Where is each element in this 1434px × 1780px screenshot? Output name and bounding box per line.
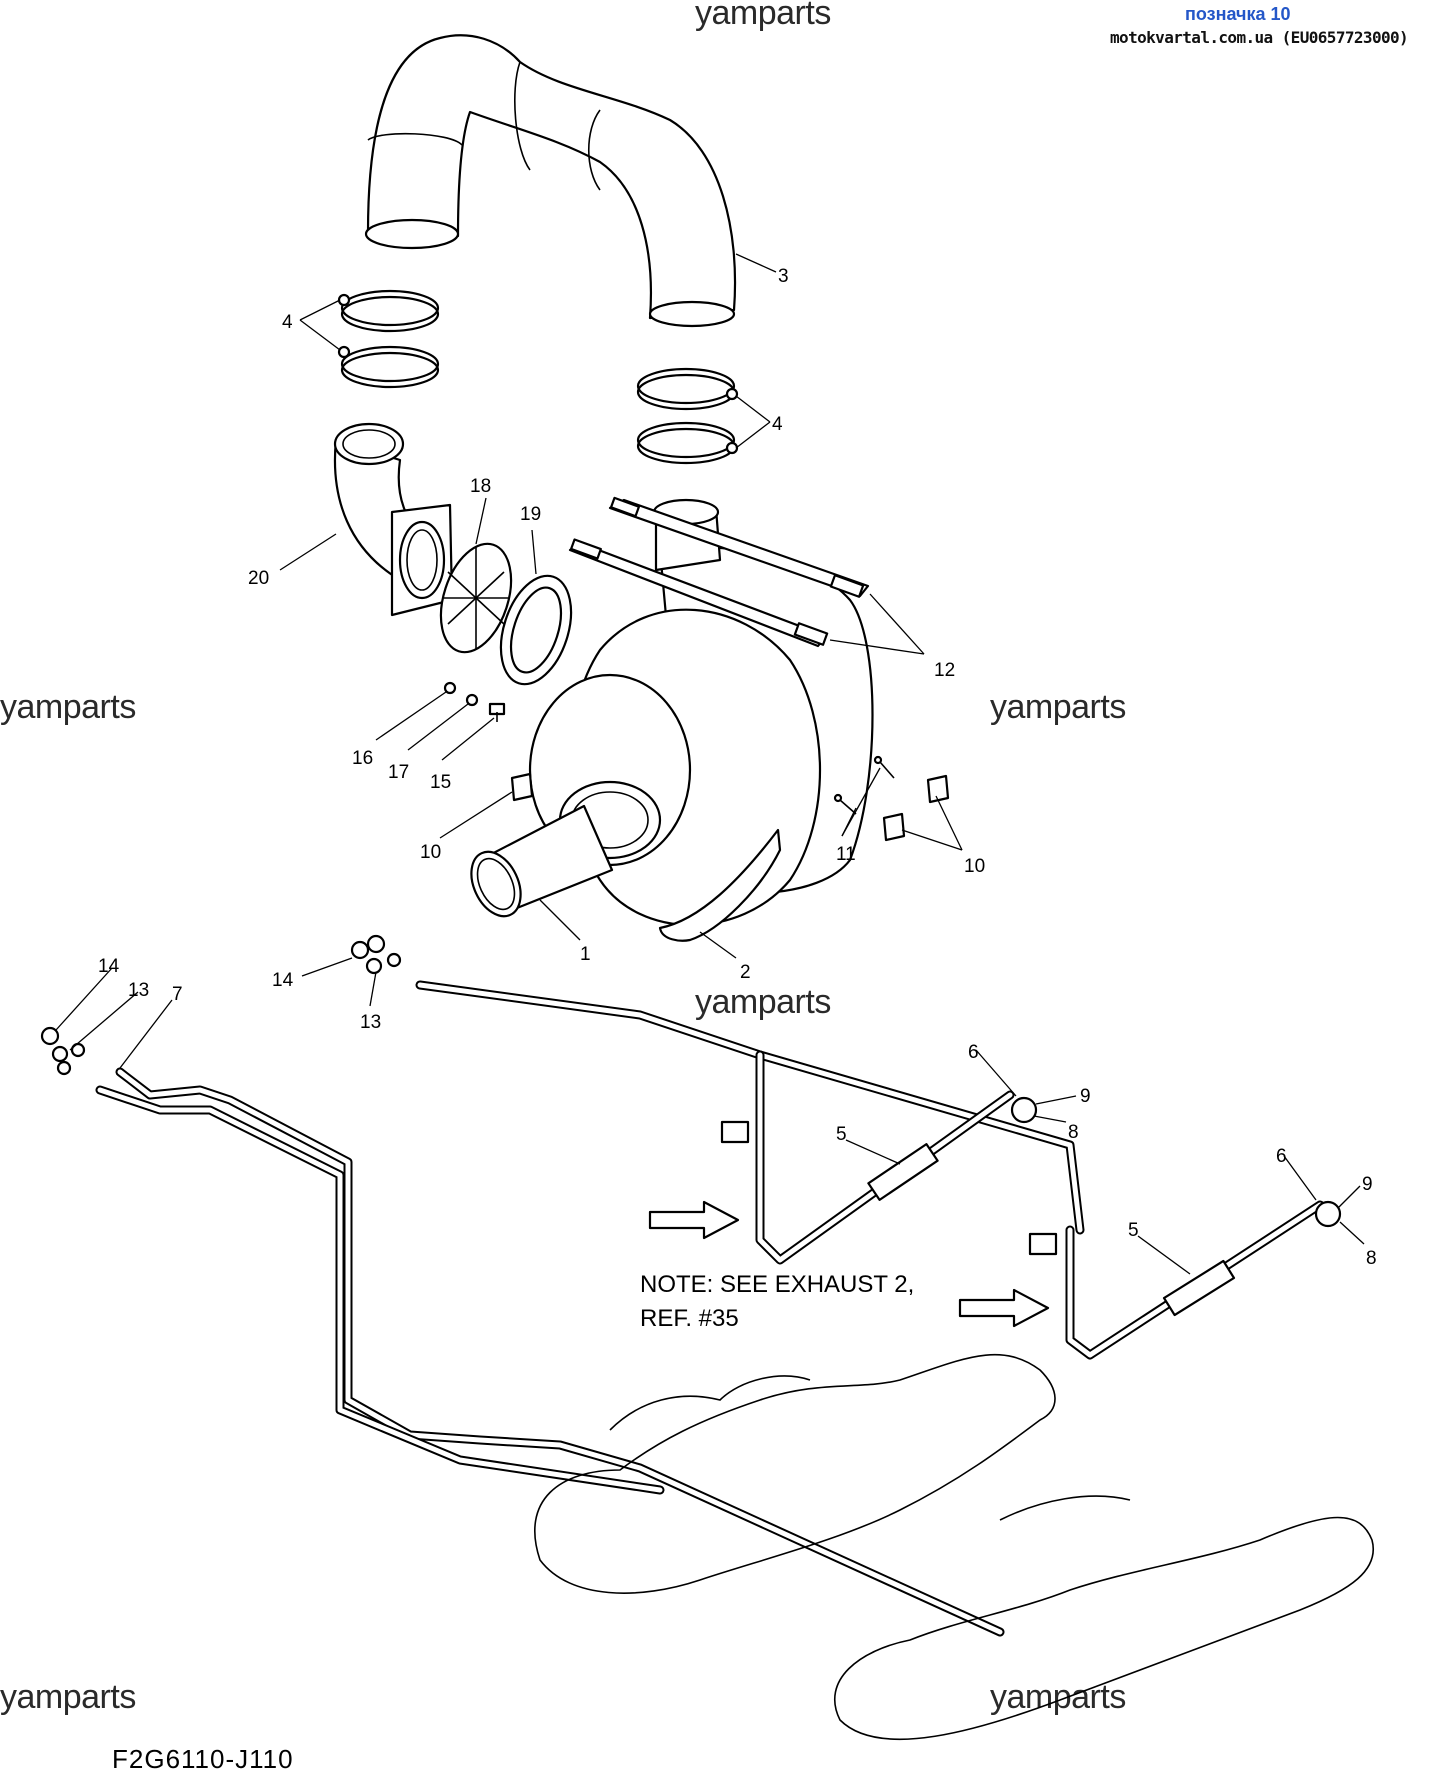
- callout-4-right: 4: [772, 414, 783, 435]
- callout-numbers: 1 2 3 4 4 5 5 6 6 7 8 8 9 9 10 10 11 12 …: [98, 266, 1377, 1269]
- note-line-2: REF. #35: [640, 1305, 739, 1332]
- note-line-1: NOTE: SEE EXHAUST 2,: [640, 1271, 915, 1298]
- callout-4-left: 4: [282, 312, 293, 333]
- callout-16: 16: [352, 748, 373, 769]
- callout-17: 17: [388, 762, 409, 783]
- callout-13-center: 13: [360, 1012, 381, 1033]
- callout-13-left: 13: [128, 980, 149, 1001]
- callout-15: 15: [430, 772, 451, 793]
- source-site-caption: motokvartal.com.ua (EU0657723000): [1110, 28, 1409, 47]
- callout-5-first: 5: [836, 1124, 847, 1145]
- callout-6-first: 6: [968, 1042, 979, 1063]
- leader-lines: [55, 253, 1365, 1275]
- part-4-clamps-right: [636, 367, 739, 465]
- part-18-screen-disc: [439, 542, 513, 654]
- diagram-reference-label: позначка 10: [1185, 4, 1291, 24]
- callout-14-left: 14: [98, 956, 120, 977]
- watermark-right: yamparts: [990, 688, 1126, 726]
- callout-3: 3: [778, 266, 789, 287]
- part-4-clamps-left: [337, 289, 440, 389]
- part-20-elbow-pipe: [333, 422, 454, 617]
- callout-7: 7: [172, 984, 183, 1005]
- callout-9-second: 9: [1362, 1174, 1373, 1195]
- part-3-elbow-hose: [364, 34, 737, 328]
- parts-13-14-fasteners: [40, 934, 402, 1076]
- flow-arrows: [648, 1200, 1050, 1328]
- callout-11: 11: [836, 844, 856, 865]
- parts-15-16-17-fasteners: [443, 681, 506, 722]
- callout-1: 1: [580, 944, 591, 965]
- callout-2: 2: [740, 962, 751, 983]
- callout-12: 12: [934, 660, 955, 681]
- watermark-top: yamparts: [695, 0, 831, 32]
- callout-5-second: 5: [1128, 1220, 1139, 1241]
- callout-19: 19: [520, 504, 541, 525]
- watermark-left: yamparts: [0, 688, 136, 726]
- callout-14-center: 14: [272, 970, 294, 991]
- callout-8-second: 8: [1366, 1248, 1377, 1269]
- callout-18: 18: [470, 476, 491, 497]
- part-19-gasket: [499, 574, 573, 686]
- part-7-pipe: [95, 1067, 1005, 1637]
- exhaust-reference-note: NOTE: SEE EXHAUST 2, REF. #35: [640, 1268, 914, 1336]
- exhaust-manifold-outline: [534, 1353, 1375, 1740]
- callout-10-right: 10: [964, 856, 985, 877]
- part-10-brackets: [510, 772, 950, 842]
- callout-9-first: 9: [1080, 1086, 1091, 1107]
- part-12-straps: [568, 496, 870, 648]
- callout-6-second: 6: [1276, 1146, 1287, 1167]
- callout-8-first: 8: [1068, 1122, 1079, 1143]
- callout-10-left: 10: [420, 842, 441, 863]
- upper-water-pipe: [415, 980, 1342, 1360]
- callout-20: 20: [248, 568, 269, 589]
- part-11-screws: [833, 755, 895, 815]
- watermark-center: yamparts: [695, 983, 831, 1021]
- watermark-bottom-left: yamparts: [0, 1678, 136, 1716]
- figure-code: F2G6110-J110: [112, 1744, 294, 1774]
